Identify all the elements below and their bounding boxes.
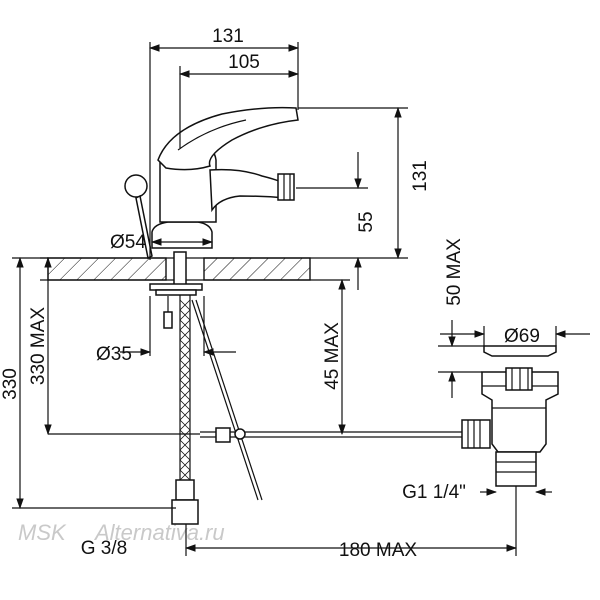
dim-thread-g1-1-4: G1 1/4" (402, 482, 466, 503)
dim-diameter-35: Ø35 (96, 344, 132, 365)
dim-330: 330 (0, 368, 21, 400)
dim-diameter-69: Ø69 (504, 326, 540, 347)
watermark: MSK Alternativa.ru (18, 520, 225, 545)
drain-assembly (461, 345, 559, 487)
dim-45-max: 45 MAX (322, 322, 343, 390)
dim-55: 55 (356, 211, 377, 232)
underside-hardware (149, 251, 468, 525)
dim-180-max: 180 MAX (339, 540, 417, 561)
dimension-lines (12, 42, 590, 556)
dim-diameter-54: Ø54 (110, 232, 146, 253)
dim-330-max: 330 MAX (28, 307, 49, 385)
watermark-right: Alternativa.ru (93, 520, 225, 545)
faucet-body (124, 106, 299, 260)
dim-105: 105 (228, 52, 260, 73)
dim-50-max: 50 MAX (444, 238, 465, 306)
dim-thread-g3-8: G 3/8 (81, 538, 127, 559)
dim-131-top: 131 (212, 26, 244, 47)
dim-131-right: 131 (410, 160, 431, 192)
watermark-left: MSK (18, 520, 67, 545)
dimension-labels: 131 105 131 55 Ø54 Ø35 330 330 MAX 45 MA… (0, 26, 540, 561)
